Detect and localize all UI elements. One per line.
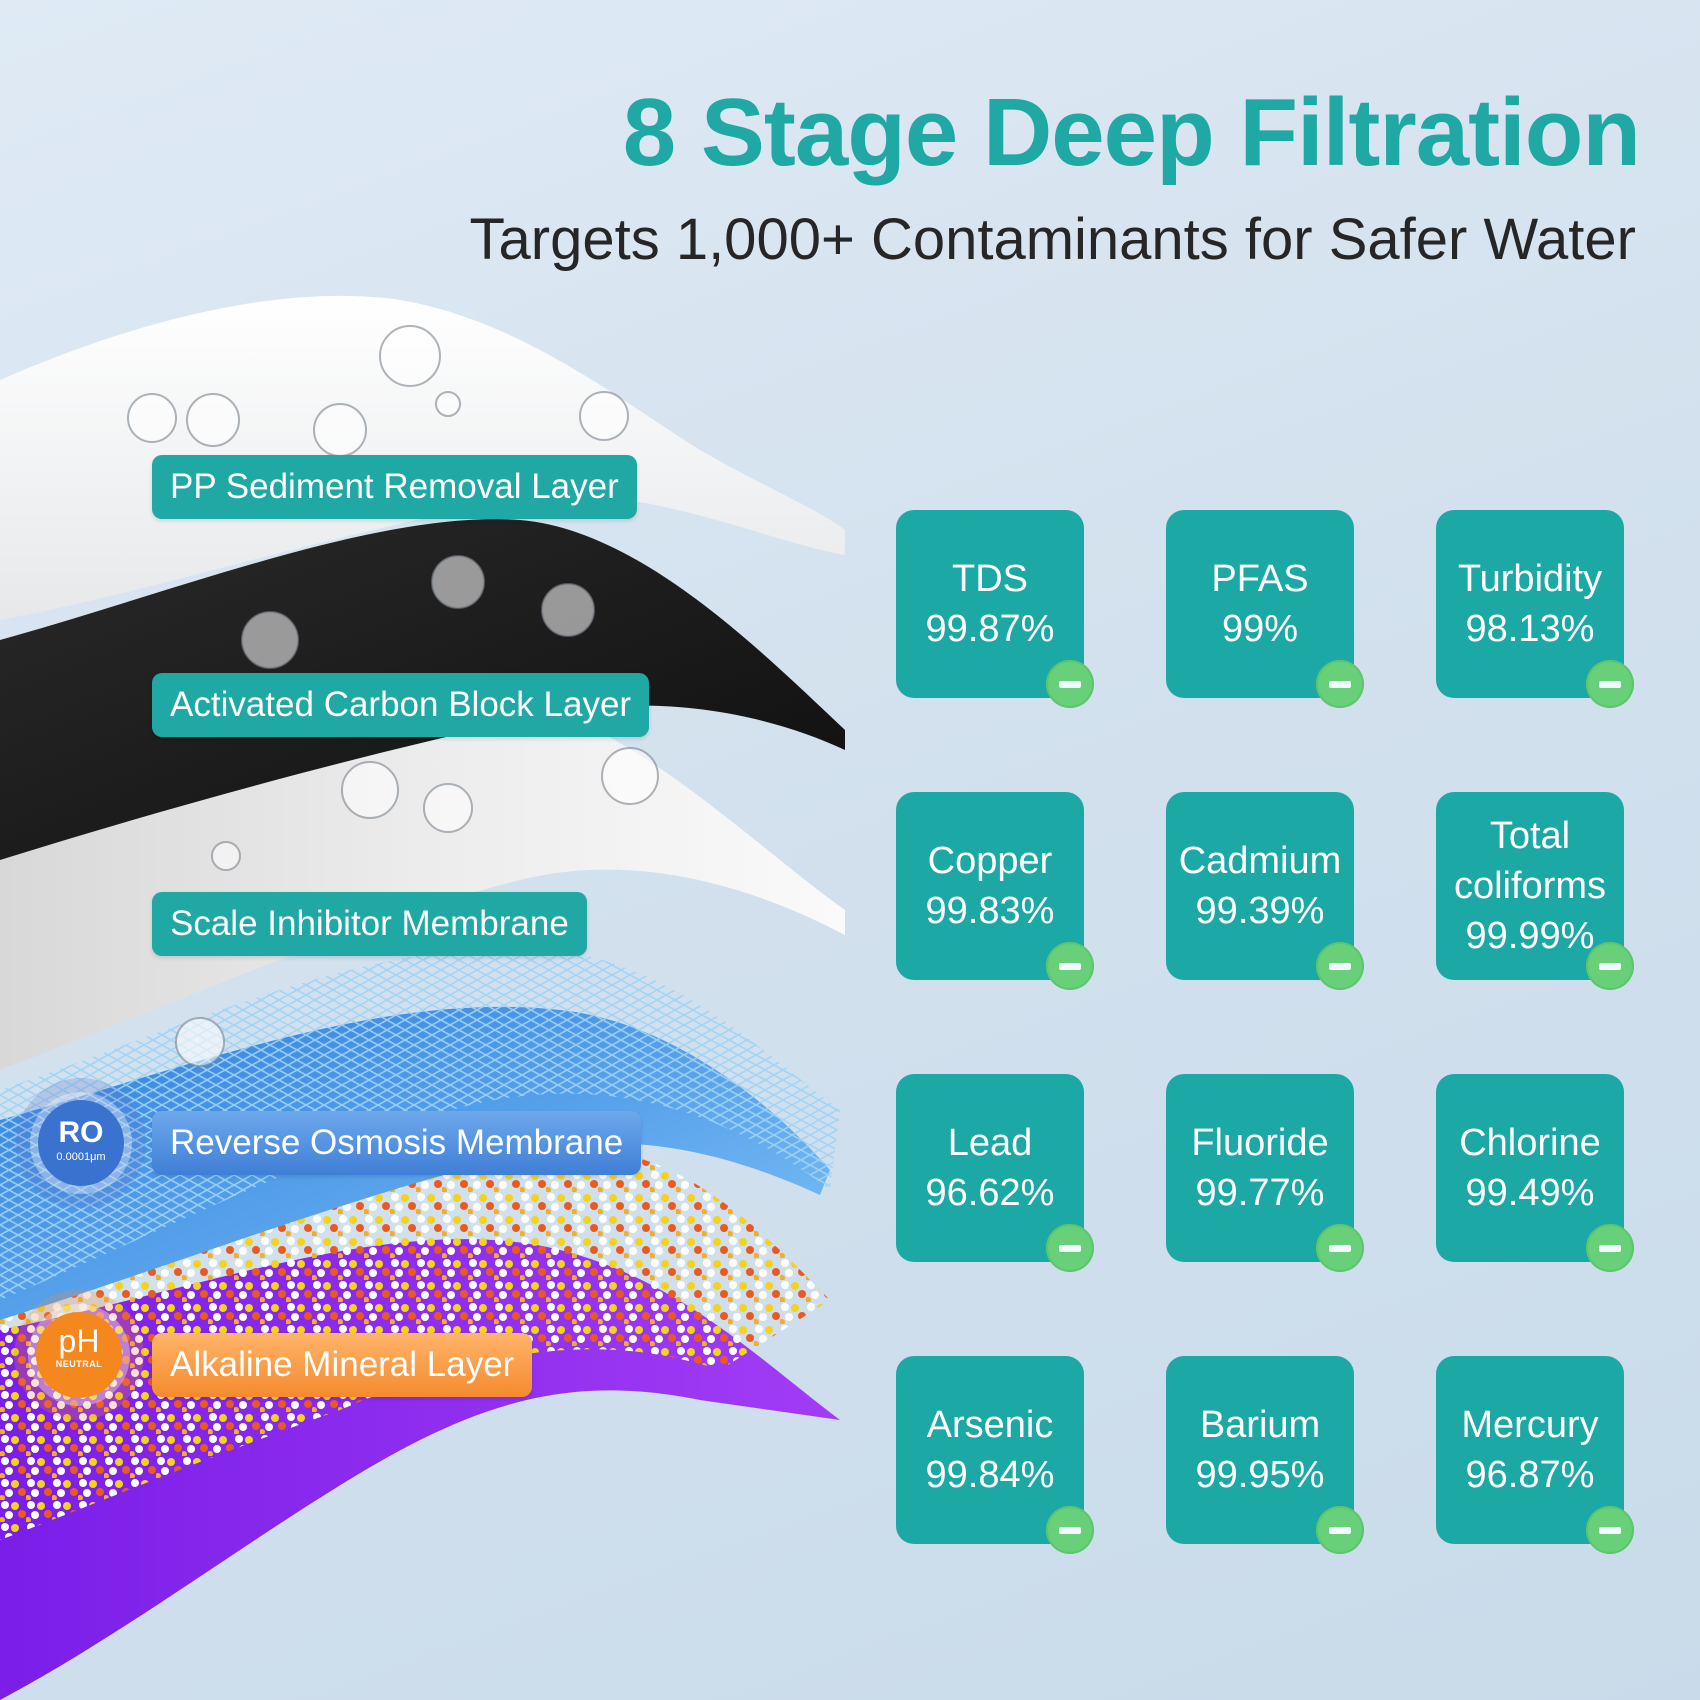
contaminant-value: 99.99% <box>1465 915 1595 957</box>
contaminant-name: TDS <box>952 558 1028 600</box>
contaminant-value: 99.77% <box>1195 1172 1325 1214</box>
minus-circle-icon <box>1046 1506 1094 1554</box>
contaminant-tile-barium: Barium 99.95% <box>1166 1356 1364 1554</box>
minus-circle-icon <box>1046 1224 1094 1272</box>
minus-circle-icon <box>1316 660 1364 708</box>
contaminant-tile-cadmium: Cadmium 99.39% <box>1166 792 1364 990</box>
contaminant-value: 99% <box>1221 608 1299 650</box>
contaminant-name: Fluoride <box>1191 1122 1329 1164</box>
minus-circle-icon <box>1586 1224 1634 1272</box>
ph-badge-detail: NEUTRAL <box>55 1359 103 1369</box>
minus-circle-icon <box>1316 1506 1364 1554</box>
ro-badge-detail: 0.0001μm <box>56 1151 106 1163</box>
contaminant-value: 98.13% <box>1465 608 1595 650</box>
contaminant-value: 99.39% <box>1195 890 1325 932</box>
contaminant-value: 99.83% <box>925 890 1055 932</box>
contaminant-value: 96.87% <box>1465 1454 1595 1496</box>
contaminant-tile-fluoride: Fluoride 99.77% <box>1166 1074 1364 1272</box>
contaminant-tile-lead: Lead 96.62% <box>896 1074 1094 1272</box>
contaminant-name: Cadmium <box>1178 840 1342 882</box>
contaminant-tile-pfas: PFAS 99% <box>1166 510 1364 708</box>
contaminant-name: Mercury <box>1461 1404 1599 1446</box>
contaminant-value: 99.49% <box>1465 1172 1595 1214</box>
contaminant-tile-turbidity: Turbidity 98.13% <box>1436 510 1634 708</box>
contaminant-name: Arsenic <box>926 1404 1054 1446</box>
contaminant-tile-total-coliforms: Total coliforms 99.99% <box>1436 792 1634 990</box>
minus-circle-icon <box>1046 942 1094 990</box>
contaminant-tile-tds: TDS 99.87% <box>896 510 1094 708</box>
ro-badge-title: RO <box>58 1116 104 1149</box>
page-subtitle: Targets 1,000+ Contaminants for Safer Wa… <box>469 207 1637 272</box>
filter-layers-illustration: RO 0.0001μm pH NEUTRAL PP Sediment Remov… <box>0 290 860 1700</box>
layer-label-reverse-osmosis: Reverse Osmosis Membrane <box>152 1111 642 1175</box>
minus-circle-icon <box>1586 660 1634 708</box>
minus-circle-icon <box>1586 942 1634 990</box>
contaminant-tile-mercury: Mercury 96.87% <box>1436 1356 1634 1554</box>
contaminant-value: 99.95% <box>1195 1454 1325 1496</box>
contaminant-name: Total coliforms <box>1453 815 1607 907</box>
contaminant-tile-chlorine: Chlorine 99.49% <box>1436 1074 1634 1272</box>
contaminant-name: Turbidity <box>1457 558 1603 600</box>
ph-neutral-badge: pH NEUTRAL <box>36 1312 122 1398</box>
contaminant-value: 99.84% <box>925 1454 1055 1496</box>
ro-badge: RO 0.0001μm <box>38 1100 124 1186</box>
contaminant-name: Chlorine <box>1459 1122 1601 1164</box>
contaminant-name: Copper <box>927 840 1053 882</box>
contaminant-tile-copper: Copper 99.83% <box>896 792 1094 990</box>
contaminant-name: Barium <box>1199 1404 1321 1446</box>
contaminant-name: PFAS <box>1211 558 1309 600</box>
contaminant-value: 96.62% <box>925 1172 1055 1214</box>
minus-circle-icon <box>1316 942 1364 990</box>
contaminant-tile-arsenic: Arsenic 99.84% <box>896 1356 1094 1554</box>
minus-circle-icon <box>1046 660 1094 708</box>
ph-badge-title: pH <box>58 1323 100 1359</box>
contaminant-value: 99.87% <box>925 608 1055 650</box>
layer-label-alkaline-mineral: Alkaline Mineral Layer <box>152 1333 533 1397</box>
page-title: 8 Stage Deep Filtration <box>622 79 1641 186</box>
contaminant-name: Lead <box>947 1122 1033 1164</box>
minus-circle-icon <box>1316 1224 1364 1272</box>
layer-label-pp-sediment: PP Sediment Removal Layer <box>152 455 637 519</box>
layer-label-activated-carbon: Activated Carbon Block Layer <box>152 673 650 737</box>
layer-label-scale-inhibitor: Scale Inhibitor Membrane <box>152 892 587 956</box>
minus-circle-icon <box>1586 1506 1634 1554</box>
